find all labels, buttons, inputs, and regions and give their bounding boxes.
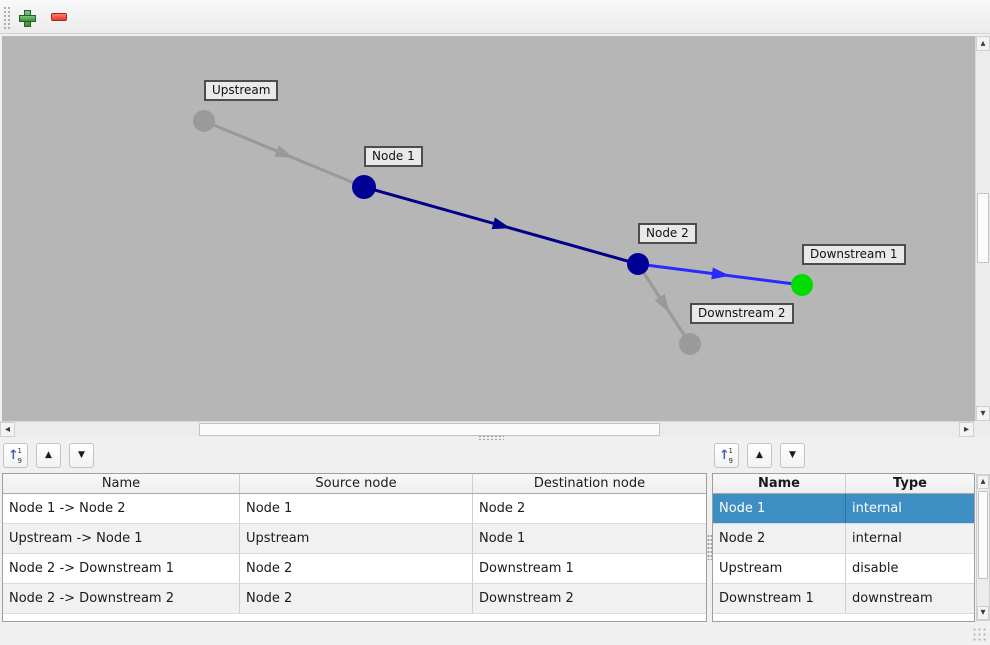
horizontal-pane-splitter[interactable] (478, 435, 504, 441)
add-node-button[interactable] (14, 6, 38, 28)
scroll-up-button[interactable]: ▴ (976, 36, 990, 51)
edges-move-down-button[interactable]: ▼ (69, 443, 94, 468)
vertical-scroll-thumb[interactable] (977, 193, 989, 263)
graph-node[interactable] (627, 253, 649, 275)
node-label[interactable]: Upstream (204, 80, 279, 101)
edges-move-up-button[interactable]: ▲ (36, 443, 61, 468)
edges-sort-button[interactable]: ↑ 1 9 (3, 443, 28, 468)
nodes-sort-button[interactable]: ↑ 1 9 (714, 443, 739, 468)
scroll-down-button[interactable]: ▾ (976, 406, 990, 421)
table-cell[interactable]: internal (852, 501, 902, 516)
node-label[interactable]: Downstream 1 (802, 244, 906, 265)
table-cell[interactable]: Upstream (713, 554, 846, 583)
scroll-right-icon: ▸ (963, 423, 970, 435)
graph-node[interactable] (352, 175, 376, 199)
scroll-up-icon: ▴ (980, 476, 986, 487)
table-cell[interactable]: Downstream 2 (479, 591, 574, 606)
nodes-move-up-button[interactable]: ▲ (747, 443, 772, 468)
table-cell[interactable]: downstream (852, 591, 933, 606)
table-cell[interactable]: Node 2 -> Downstream 1 (3, 554, 240, 583)
table-cell[interactable]: Node 1 (713, 494, 846, 523)
arrow-down-icon: ▼ (78, 450, 85, 460)
nodes-move-down-button[interactable]: ▼ (780, 443, 805, 468)
scroll-down-button[interactable]: ▾ (977, 606, 989, 620)
column-header[interactable]: Type (893, 476, 927, 491)
horizontal-scroll-thumb[interactable] (199, 423, 660, 436)
graph-svg (193, 110, 813, 355)
table-cell[interactable]: Upstream (240, 524, 473, 553)
toolbar-drag-handle[interactable] (3, 6, 10, 29)
table-row[interactable]: Node 2 internal (713, 524, 974, 554)
vertical-scroll-thumb[interactable] (978, 491, 988, 579)
scroll-left-button[interactable]: ◂ (0, 422, 15, 437)
main-toolbar (0, 0, 990, 34)
table-row[interactable]: Downstream 1 downstream (713, 584, 974, 614)
table-cell[interactable]: Node 2 (240, 554, 473, 583)
arrow-up-icon: ▲ (756, 450, 763, 460)
resize-grip[interactable] (972, 627, 986, 641)
edge-arrow-icon (711, 267, 730, 280)
canvas-vertical-scrollbar[interactable]: ▴ ▾ (975, 36, 990, 421)
scroll-up-icon: ▴ (980, 37, 986, 49)
arrow-down-icon: ▼ (789, 450, 796, 460)
node-label[interactable]: Node 1 (364, 146, 423, 167)
table-cell[interactable]: Node 2 (240, 584, 473, 613)
column-header[interactable]: Destination node (533, 476, 646, 491)
edges-table: Name Source node Destination node Node 1… (2, 473, 707, 622)
table-cell[interactable]: internal (852, 531, 902, 546)
graph-node[interactable] (193, 110, 215, 132)
scrollbar-corner (975, 421, 990, 437)
scroll-down-icon: ▾ (980, 407, 986, 419)
remove-node-button[interactable] (47, 6, 71, 28)
nodes-table-scrollbar[interactable]: ▴ ▾ (976, 474, 990, 621)
table-cell[interactable]: Node 2 -> Downstream 2 (3, 584, 240, 613)
arrow-up-icon: ▲ (45, 450, 52, 460)
graph-node[interactable] (679, 333, 701, 355)
sort-ascending-icon: ↑ 1 9 (719, 446, 733, 465)
edge-arrow-icon (274, 145, 294, 158)
table-cell[interactable]: Node 2 (713, 524, 846, 553)
plus-icon (18, 9, 36, 27)
column-header[interactable]: Name (3, 474, 240, 493)
table-cell[interactable]: Node 1 -> Node 2 (3, 494, 240, 523)
node-label[interactable]: Downstream 2 (690, 303, 794, 324)
table-cell[interactable]: Node 1 (479, 531, 526, 546)
scroll-right-button[interactable]: ▸ (959, 422, 974, 437)
scroll-up-button[interactable]: ▴ (977, 475, 989, 489)
table-row[interactable]: Upstream disable (713, 554, 974, 584)
vertical-table-splitter[interactable] (707, 534, 712, 560)
column-header[interactable]: Name (713, 474, 846, 493)
table-cell[interactable]: Node 2 (479, 501, 526, 516)
column-header[interactable]: Source node (240, 474, 473, 493)
table-row[interactable]: Node 1 internal (713, 494, 974, 524)
graph-node[interactable] (791, 274, 813, 296)
sort-ascending-icon: ↑ 1 9 (8, 446, 22, 465)
scroll-left-icon: ◂ (4, 423, 11, 435)
table-cell[interactable]: Downstream 1 (479, 561, 574, 576)
edge-arrow-icon (654, 294, 670, 313)
table-cell[interactable]: Downstream 1 (713, 584, 846, 613)
minus-icon (51, 13, 67, 21)
table-cell[interactable]: Node 1 (240, 494, 473, 523)
edge-arrow-icon (491, 217, 511, 230)
table-cell[interactable]: Upstream -> Node 1 (3, 524, 240, 553)
table-cell[interactable]: disable (852, 561, 899, 576)
canvas-horizontal-scrollbar[interactable]: ◂ ▸ (0, 421, 975, 437)
edges-table-header: Name Source node Destination node (3, 474, 706, 494)
node-label[interactable]: Node 2 (638, 223, 697, 244)
scroll-down-icon: ▾ (980, 607, 986, 618)
nodes-table-header: Name Type (713, 474, 974, 494)
